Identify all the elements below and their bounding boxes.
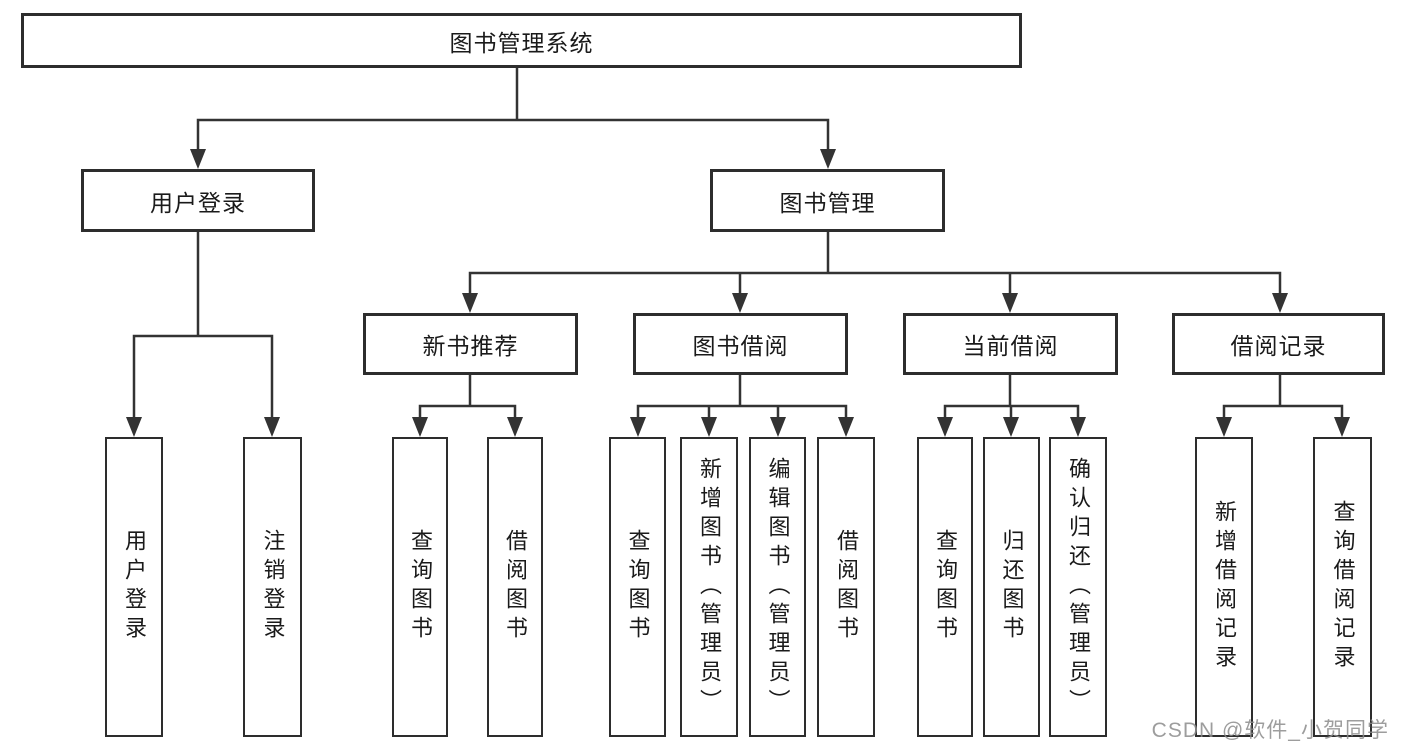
connector-paths bbox=[132, 66, 1344, 423]
leaf-cb-return-book: 归还图书 bbox=[983, 437, 1040, 737]
node-current-borrowing: 当前借阅 bbox=[903, 313, 1118, 375]
watermark: CSDN @软件_小贺同学 bbox=[1151, 719, 1389, 742]
node-book-management: 图书管理 bbox=[710, 169, 945, 232]
leaf-bb-borrow-book: 借阅图书 bbox=[817, 437, 875, 737]
leaf-user-login: 用户登录 bbox=[105, 437, 163, 737]
node-book-borrowing: 图书借阅 bbox=[633, 313, 848, 375]
node-borrow-records: 借阅记录 bbox=[1172, 313, 1385, 375]
leaf-logout: 注销登录 bbox=[243, 437, 302, 737]
leaf-rec-query-book: 查询图书 bbox=[392, 437, 448, 737]
leaf-rec-borrow-book: 借阅图书 bbox=[487, 437, 543, 737]
leaf-br-add-record: 新增借阅记录 bbox=[1195, 437, 1253, 737]
node-user-login: 用户登录 bbox=[81, 169, 315, 232]
leaf-cb-confirm-return-admin: 确认归还（管理员） bbox=[1049, 437, 1107, 737]
arrowhead-icons bbox=[126, 149, 1350, 437]
node-new-book-recommend: 新书推荐 bbox=[363, 313, 578, 375]
leaf-cb-query-book: 查询图书 bbox=[917, 437, 973, 737]
leaf-br-query-record: 查询借阅记录 bbox=[1313, 437, 1372, 737]
leaf-bb-add-book-admin: 新增图书（管理员） bbox=[680, 437, 738, 737]
leaf-bb-edit-book-admin: 编辑图书（管理员） bbox=[749, 437, 806, 737]
leaf-bb-query-book: 查询图书 bbox=[609, 437, 666, 737]
node-library-management-system: 图书管理系统 bbox=[21, 13, 1022, 68]
